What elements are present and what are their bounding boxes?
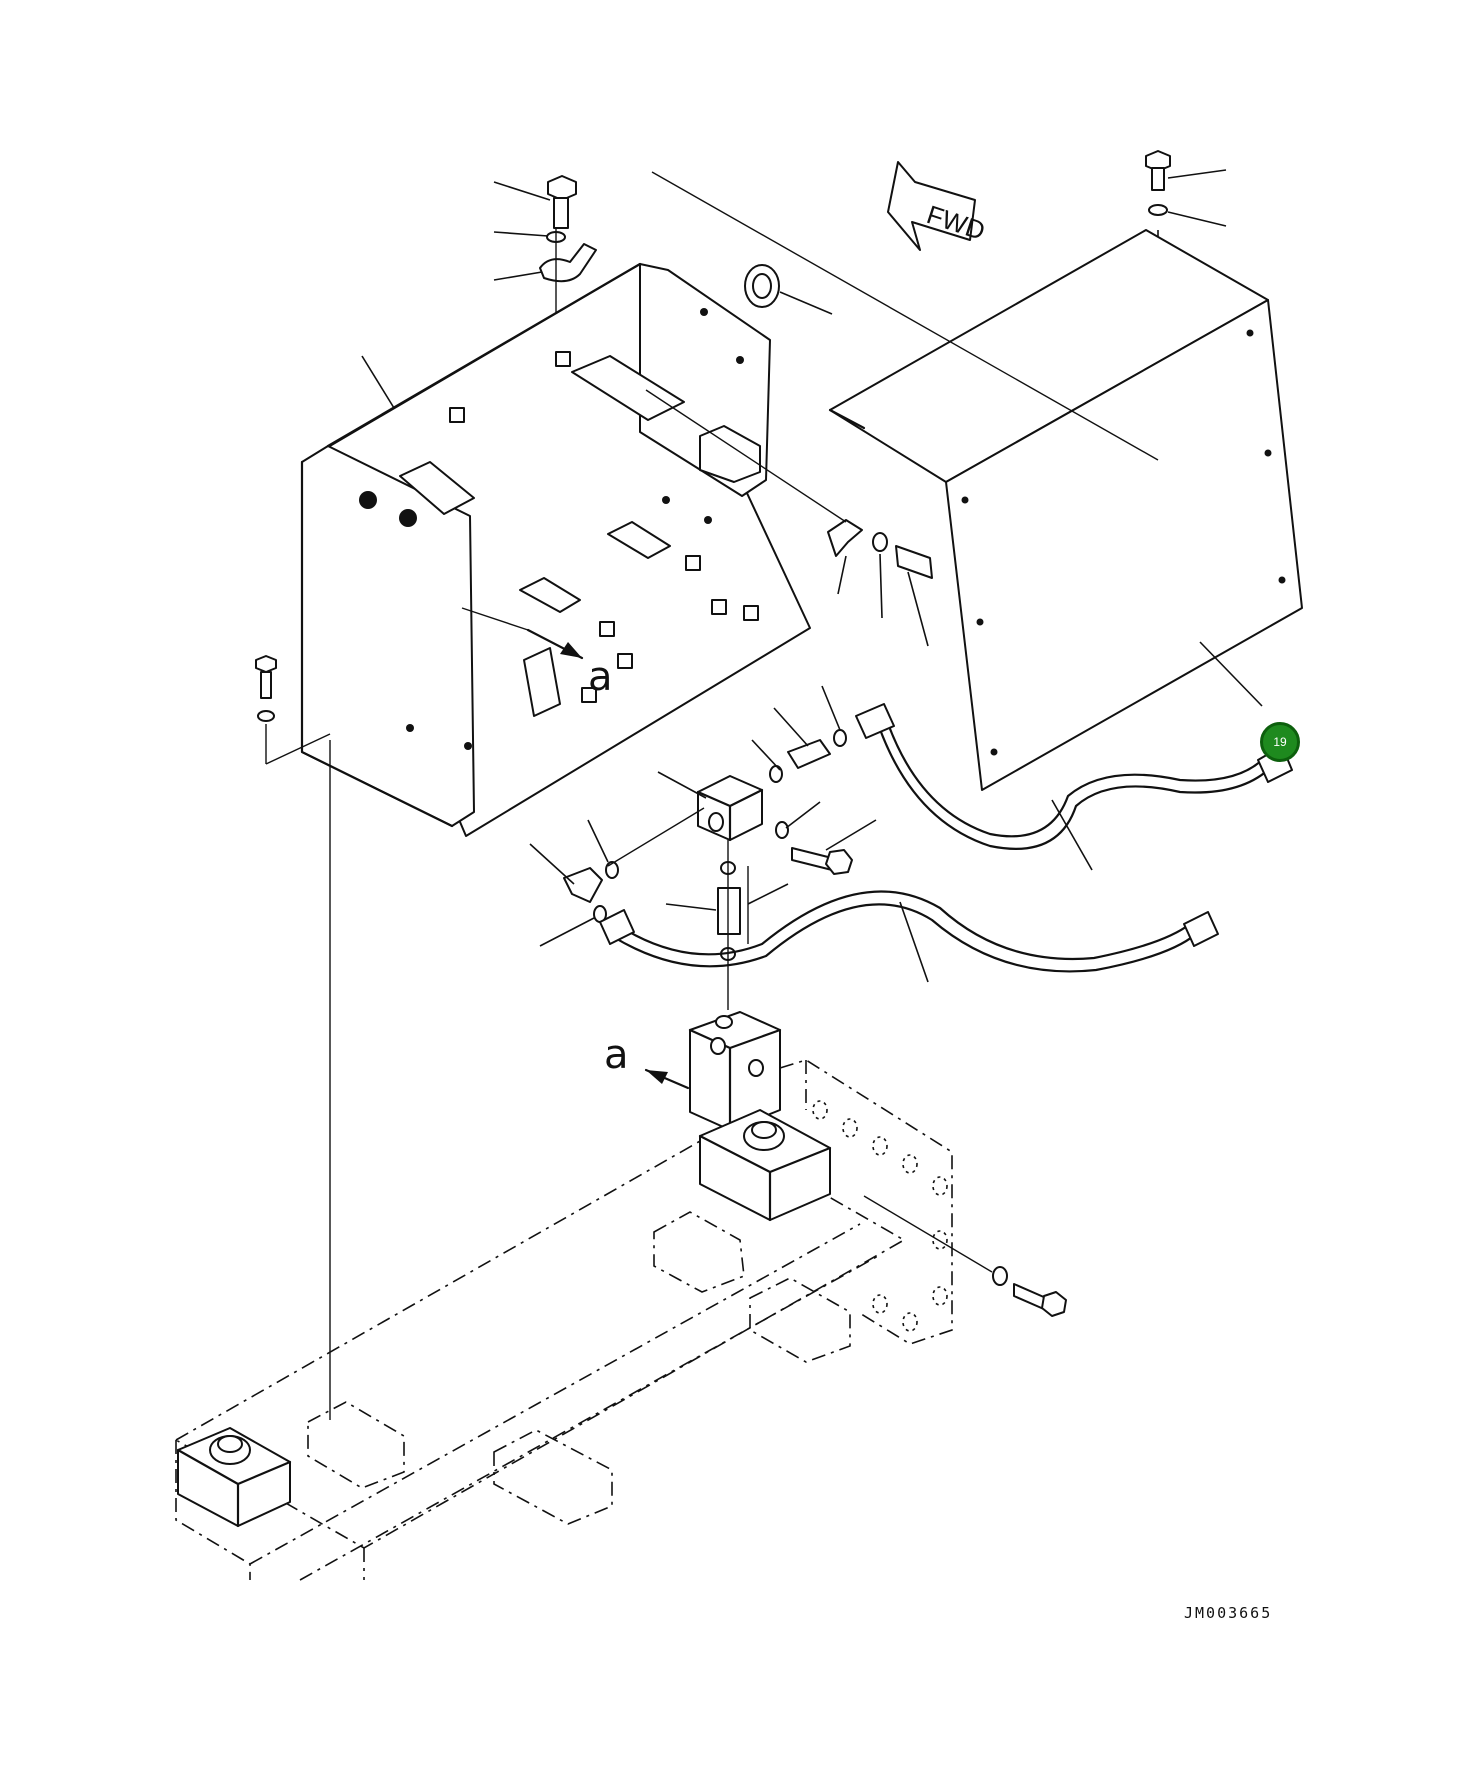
cover-box — [828, 229, 1303, 791]
washer-icon — [992, 1266, 1008, 1286]
bolt-icon — [791, 847, 853, 875]
engine-mount-icon — [698, 1109, 832, 1222]
o-ring-icon — [775, 821, 789, 839]
washer-icon — [257, 710, 275, 722]
bolt-icon — [1013, 1283, 1067, 1317]
grommet-icon — [744, 264, 780, 308]
bolt-icon — [547, 175, 577, 229]
control-box-frame — [300, 262, 811, 837]
fwd-arrow-icon: FWD — [887, 161, 989, 251]
chassis-frame — [174, 1059, 953, 1581]
bolt-icon — [255, 655, 277, 699]
engine-mount-icon — [176, 1427, 292, 1528]
callout-number: 19 — [1273, 735, 1287, 749]
valve-block — [696, 775, 764, 842]
o-ring-icon — [769, 765, 783, 783]
elbow-fitting-icon — [563, 867, 603, 903]
clamp-bracket-icon — [539, 243, 597, 283]
ground-terminal-icon — [827, 519, 933, 579]
hydraulic-hose-lower — [599, 890, 1219, 973]
fwd-label: FWD — [923, 199, 989, 246]
view-indicator-label: a — [604, 1032, 629, 1078]
o-ring-icon — [833, 729, 847, 747]
manifold-block — [688, 1011, 782, 1132]
callout-marker[interactable]: 19 — [1260, 722, 1300, 762]
drawing-reference-code: JM003665 — [1184, 1604, 1273, 1622]
washer-icon — [1148, 204, 1168, 216]
check-valve-icon — [717, 887, 741, 935]
bolt-icon — [1145, 150, 1171, 191]
fitting-icon — [787, 739, 831, 769]
view-indicator-label: a — [588, 654, 613, 700]
